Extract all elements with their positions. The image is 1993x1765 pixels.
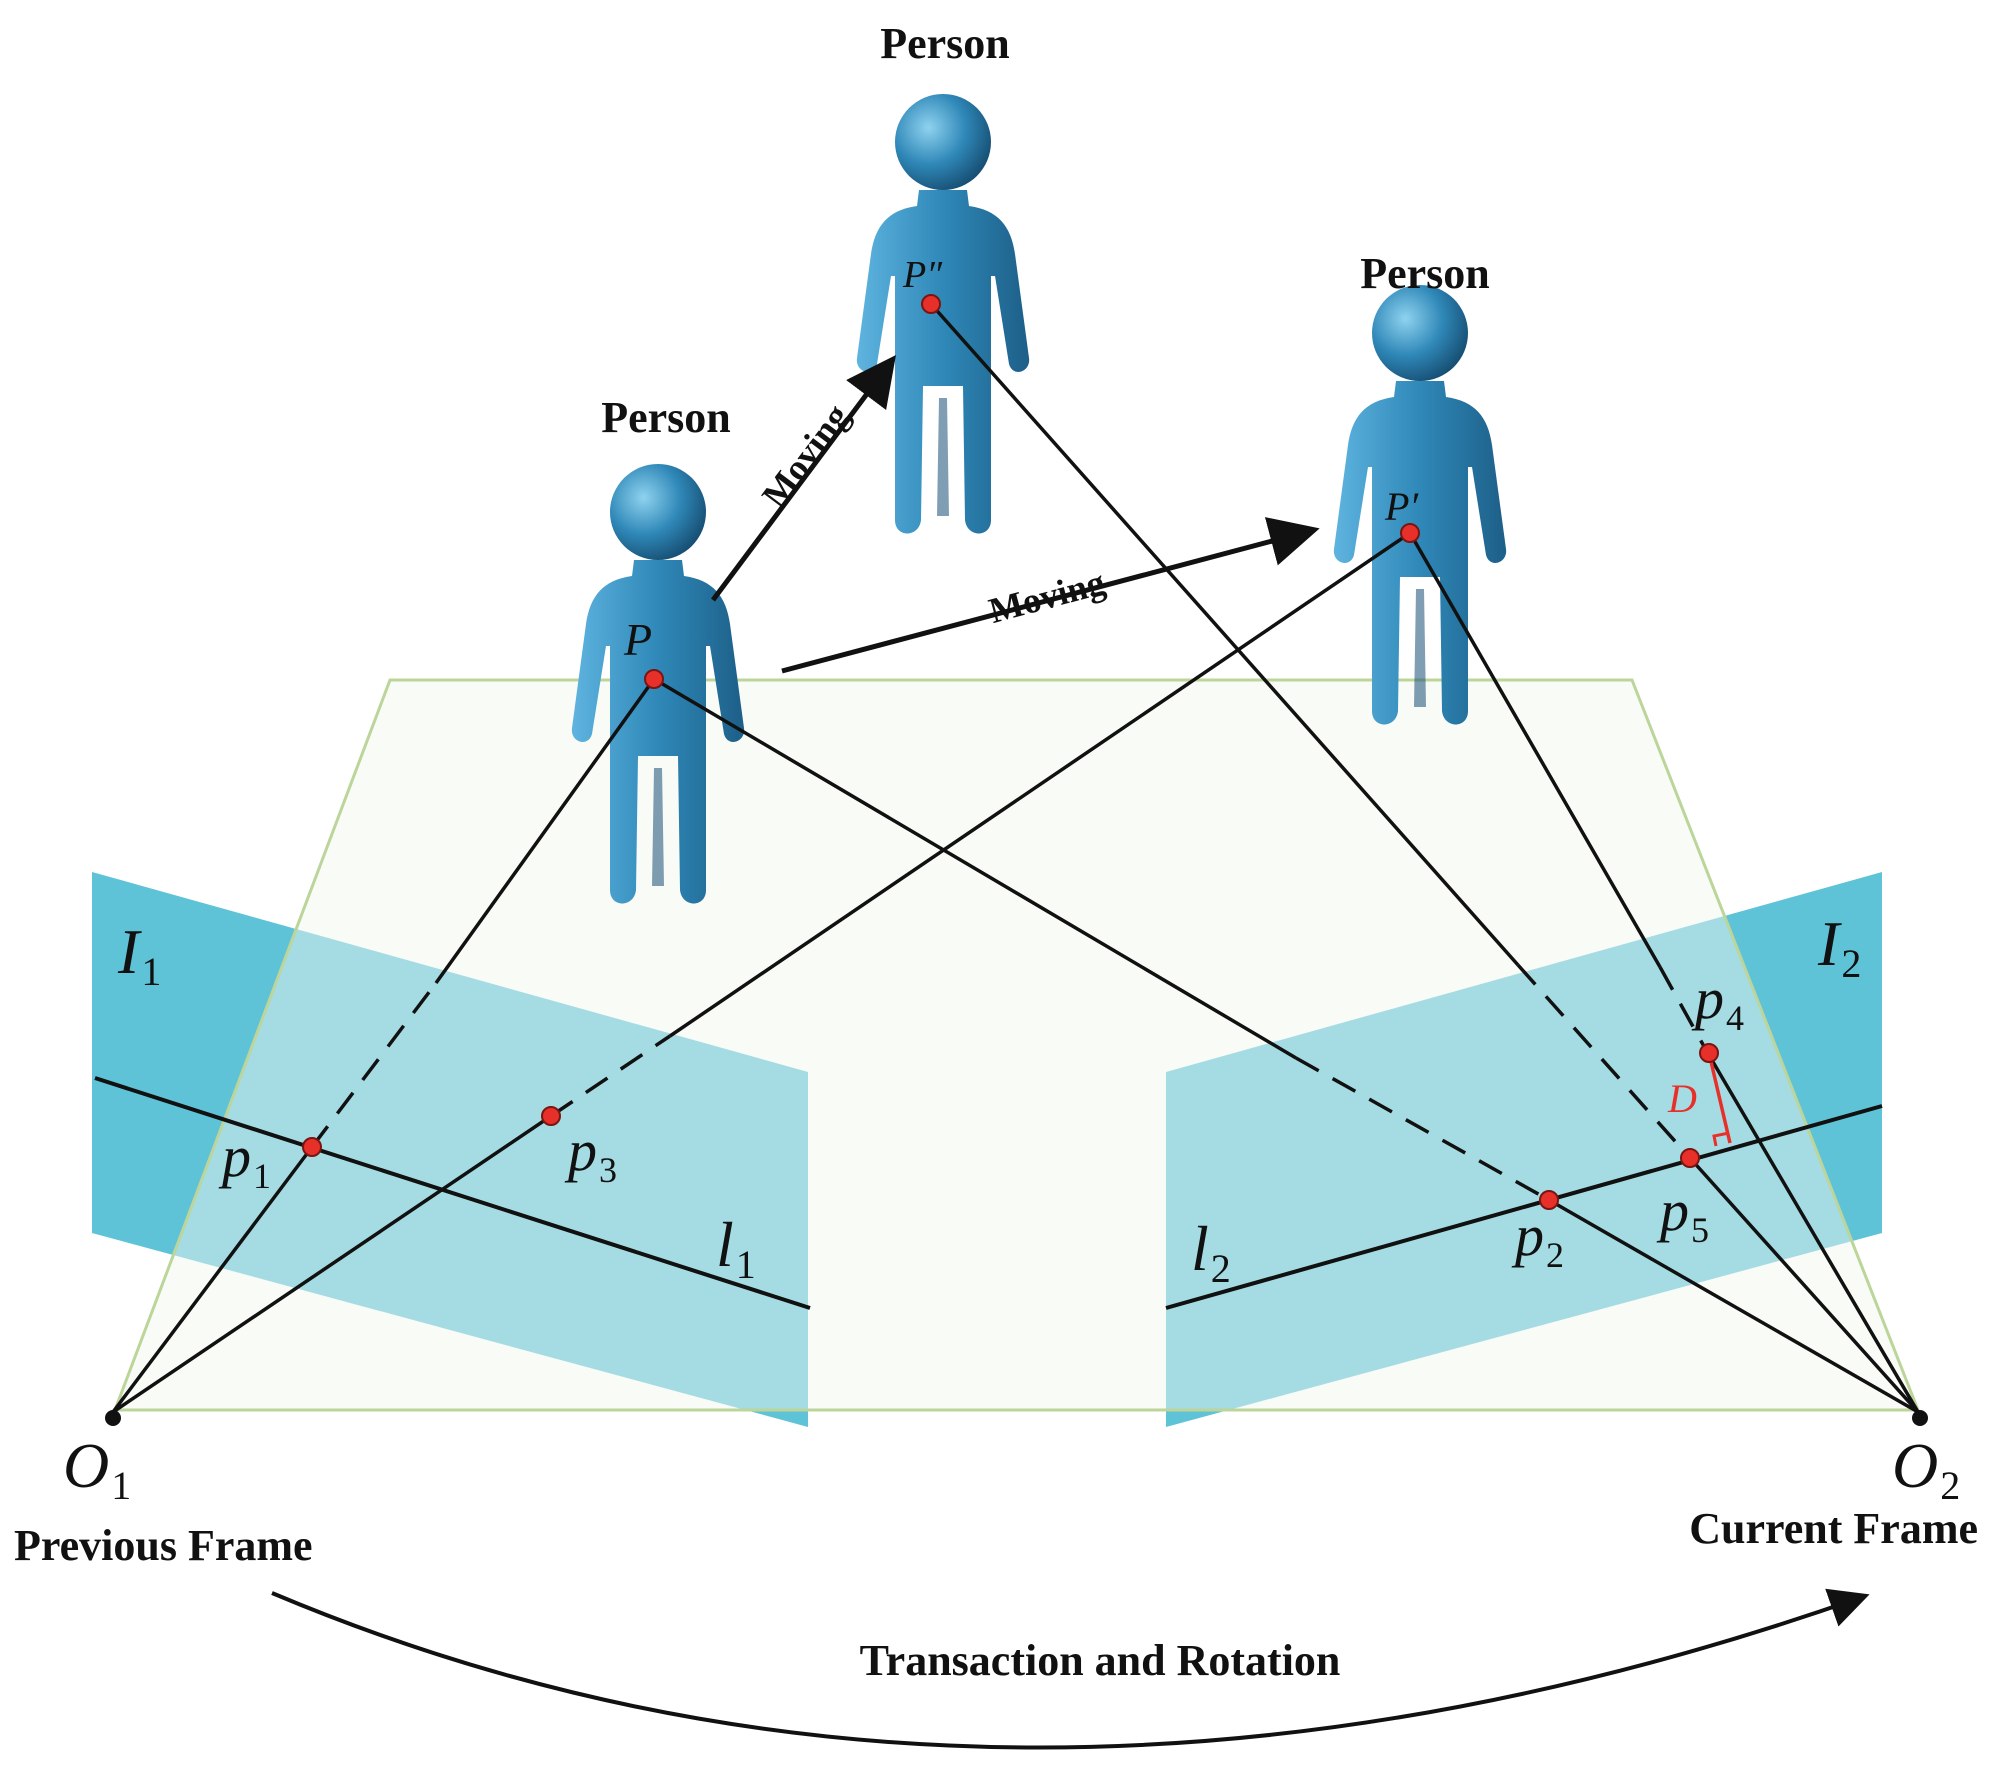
label-p2: p2 — [1511, 1203, 1564, 1275]
ray-pdouble-o2-dashed — [1516, 963, 1692, 1160]
point-P-double-prime — [921, 294, 941, 314]
label-person-top: Person — [880, 19, 1010, 68]
right-angle-marker — [1712, 1131, 1730, 1147]
ray-o1-p-solid-lower — [111, 1145, 314, 1414]
label-moving-up: Moving — [754, 397, 857, 515]
person-figure-top — [856, 94, 1030, 534]
ray-o1-pprime-dashed — [550, 1034, 671, 1118]
moving-arrow-up — [710, 354, 896, 602]
point-p2 — [1539, 1190, 1559, 1210]
epipolar-line-l1 — [94, 1076, 811, 1310]
person-figure-right — [1333, 285, 1507, 725]
epipolar-line-l2 — [1165, 1104, 1883, 1310]
moving-arrow-right — [781, 517, 1320, 674]
point-p5 — [1680, 1148, 1700, 1168]
label-D: D — [1667, 1076, 1697, 1121]
point-p3 — [541, 1106, 561, 1126]
label-l2: l2 — [1191, 1213, 1231, 1291]
point-p1 — [302, 1137, 322, 1157]
label-person-left: Person — [601, 393, 731, 442]
transaction-rotation-arc — [271, 1588, 1870, 1750]
ground-plane — [112, 678, 1921, 1412]
label-P-prime: P′ — [1384, 484, 1419, 529]
label-I1: I1 — [117, 916, 161, 994]
ray-pdouble-o2-solid-lower — [1688, 1156, 1920, 1414]
camera-center-O2 — [1912, 1410, 1928, 1426]
point-P-prime — [1400, 523, 1420, 543]
label-previous-frame: Previous Frame — [14, 1521, 313, 1570]
label-person-right: Person — [1360, 249, 1490, 298]
camera-center-O1 — [105, 1410, 121, 1426]
ray-pprime-o2-solid-lower — [1704, 1049, 1920, 1413]
label-p4: p4 — [1691, 966, 1744, 1038]
label-p5: p5 — [1656, 1178, 1709, 1250]
label-p3: p3 — [564, 1118, 617, 1190]
label-current-frame: Current Frame — [1689, 1504, 1978, 1553]
label-l1: l1 — [716, 1209, 756, 1287]
ray-o1-pprime-solid-lower — [112, 1114, 552, 1414]
ray-o1-p-dashed — [310, 981, 438, 1149]
label-transaction-rotation: Transaction and Rotation — [860, 1636, 1341, 1685]
ray-p-o2-dashed — [1295, 1056, 1550, 1202]
ray-pprime-o2-solid-upper — [1408, 532, 1662, 968]
label-moving-right: Moving — [985, 562, 1109, 631]
distance-D-line — [1707, 1052, 1732, 1144]
image-plane-I2 — [1166, 872, 1882, 1427]
ray-p-o2-solid-lower — [1548, 1198, 1919, 1414]
ray-p-o2-solid-upper — [653, 677, 1297, 1060]
label-I2: I2 — [1817, 908, 1861, 986]
image-plane-I1 — [92, 872, 808, 1427]
ray-pdouble-o2-solid-upper — [929, 302, 1520, 967]
point-P — [644, 669, 664, 689]
label-P-double-prime: P″ — [902, 254, 943, 296]
ray-o1-p-solid-upper — [434, 677, 656, 985]
ray-o1-pprime-solid-upper — [669, 531, 1411, 1038]
ray-pprime-o2-dashed — [1658, 966, 1708, 1051]
label-O1: O1 — [63, 1430, 131, 1508]
label-O2: O2 — [1892, 1430, 1960, 1508]
label-p1: p1 — [218, 1124, 271, 1196]
point-p4 — [1699, 1043, 1719, 1063]
label-P: P — [623, 614, 652, 665]
